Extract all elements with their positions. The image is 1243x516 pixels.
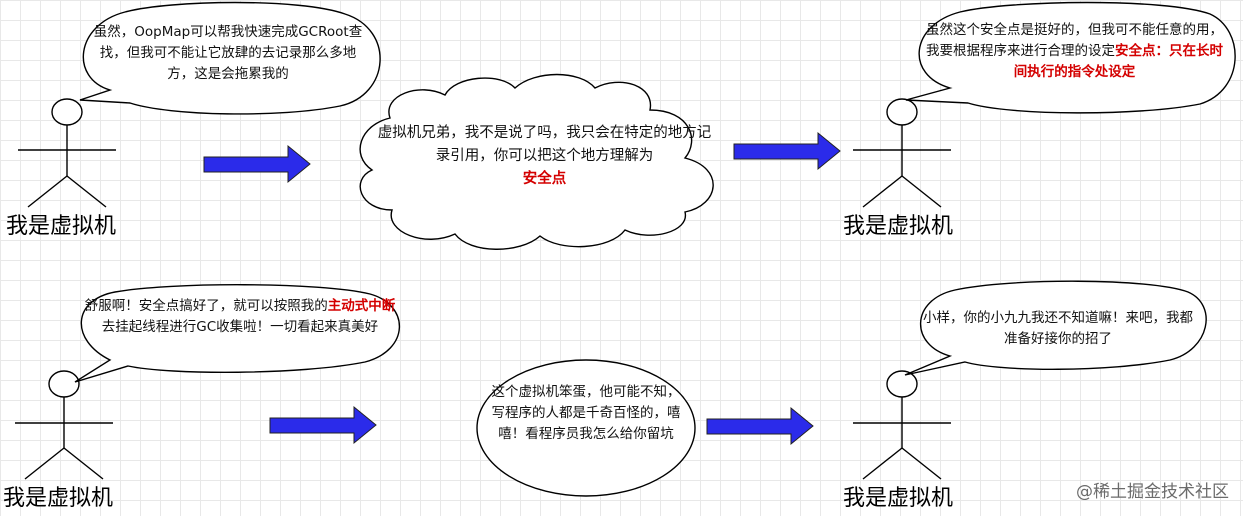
speech-text: 舒服啊！安全点搞好了，就可以按照我的 [84, 298, 328, 314]
stick-figure-top-left [18, 98, 116, 208]
watermark: @稀土掘金技术社区 [1076, 482, 1229, 502]
thought-ellipse-bottom [476, 359, 696, 497]
actor-label: 我是虚拟机 [6, 214, 117, 239]
speech-bubble-top-right [905, 1, 1236, 114]
speech-text: 小样，你的小九九我还不知道嘛！来吧，我都准备好接你的招了 [923, 310, 1193, 347]
speech-text: 虽然，OopMap可以帮我快速完成GCRoot查找，但我可不能让它放肆的去记录那… [93, 24, 363, 82]
thought-text: 虚拟机兄弟，我不是说了吗，我只会在特定的地方记录引用，你可以把这个地方理解为 [377, 125, 712, 164]
speech-bubble-top-left [79, 1, 381, 115]
stick-figure-bottom-left [15, 370, 113, 480]
thought-text-bottom: 这个虚拟机笨蛋，他可能不知，写程序的人都是千奇百怪的，嘻嘻！看程序员我怎么给你留… [486, 382, 686, 445]
actor-label: 我是虚拟机 [843, 214, 954, 239]
arrow-right-icon [733, 131, 841, 171]
actor-label: 我是虚拟机 [843, 486, 954, 511]
speech-bubble-bottom-right [904, 280, 1207, 376]
stick-figure-bottom-right [853, 370, 951, 480]
highlight-text: 安全点：只在长时间执行的指令处设定 [1013, 43, 1223, 80]
thought-text: 这个虚拟机笨蛋，他可能不知，写程序的人都是千奇百怪的，嘻嘻！看程序员我怎么给你留… [491, 384, 681, 442]
speech-text: 虽然这个安全点是挺好的，但我可不能任意的用，我要根据程序来进行合理的设定 [926, 22, 1223, 59]
arrow-right-icon [269, 405, 377, 445]
arrow-right-icon [706, 406, 814, 446]
thought-text-top: 虚拟机兄弟，我不是说了吗，我只会在特定的地方记录引用，你可以把这个地方理解为 安… [372, 122, 717, 191]
actor-label: 我是虚拟机 [3, 486, 114, 511]
speech-text-top-right: 虽然这个安全点是挺好的，但我可不能任意的用，我要根据程序来进行合理的设定安全点：… [922, 20, 1227, 83]
speech-text-top-left: 虽然，OopMap可以帮我快速完成GCRoot查找，但我可不能让它放肆的去记录那… [92, 22, 364, 85]
speech-bubble-bottom-left [74, 284, 401, 383]
arrow-right-icon [203, 144, 311, 184]
thought-cloud-top [359, 73, 714, 250]
speech-text: 去挂起线程进行GC收集啦！一切看起来真美好 [101, 319, 379, 335]
stick-figure-top-right [853, 98, 951, 208]
highlight-text: 主动式中断 [327, 298, 396, 314]
highlight-text: 安全点 [522, 171, 567, 187]
speech-text-bottom-right: 小样，你的小九九我还不知道嘛！来吧，我都准备好接你的招了 [922, 308, 1194, 350]
speech-text-bottom-left: 舒服啊！安全点搞好了，就可以按照我的主动式中断去挂起线程进行GC收集啦！一切看起… [82, 296, 398, 338]
